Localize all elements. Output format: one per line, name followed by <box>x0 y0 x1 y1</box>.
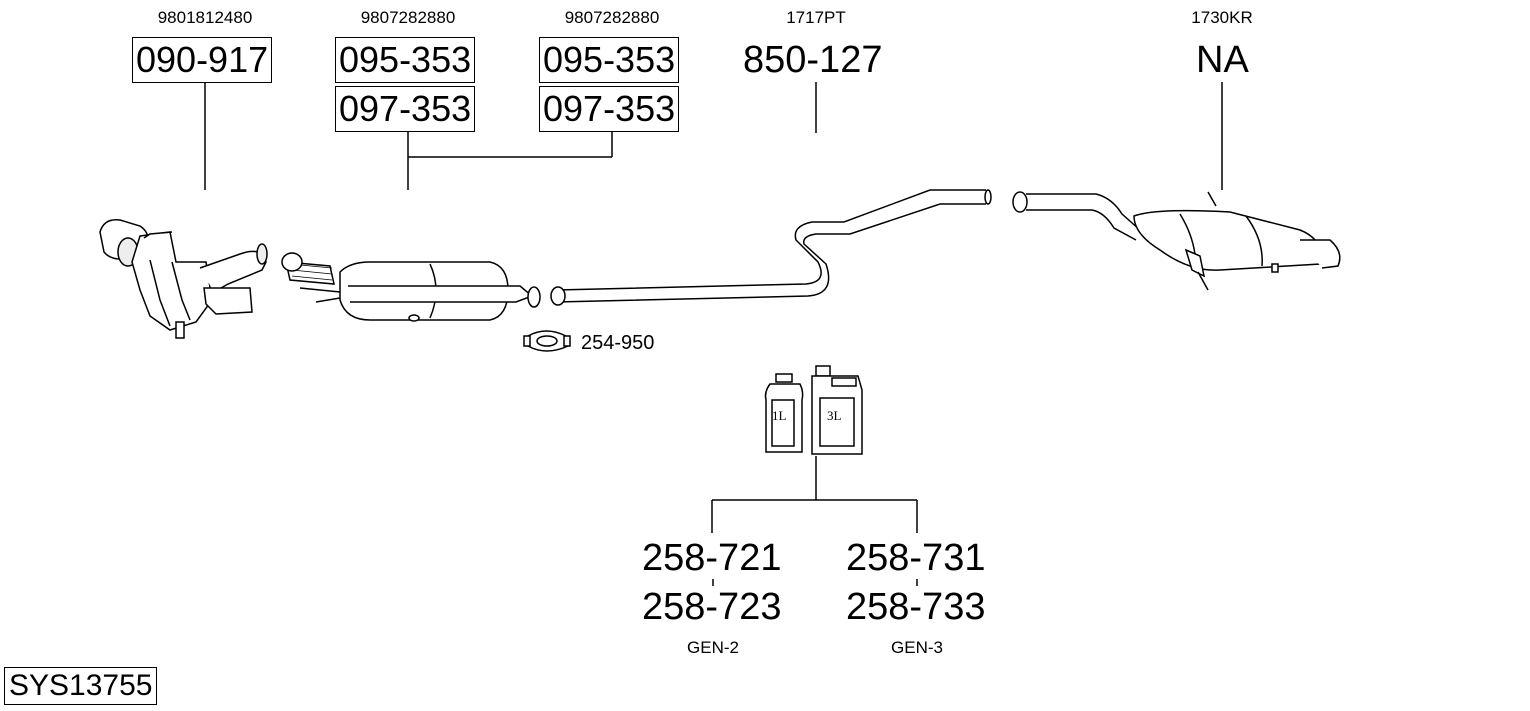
canister-3l-label: 3L <box>827 408 842 423</box>
dpf-drawing[interactable] <box>281 252 541 322</box>
oem-number-middle-pipe: 1717PT <box>786 8 846 27</box>
part-number-gen3-top[interactable]: 258-731 <box>846 537 986 579</box>
fluid-bottle-1l-drawing[interactable] <box>764 373 804 453</box>
oem-number-rear-silencer: 1730KR <box>1191 8 1253 27</box>
oem-number-catalyst: 9801812480 <box>157 8 253 27</box>
part-number-gen3-bottom[interactable]: 258-733 <box>846 586 986 628</box>
middle-pipe-drawing[interactable] <box>550 189 992 306</box>
part-number-gen2-top[interactable]: 258-721 <box>642 537 782 579</box>
part-number-catalyst[interactable]: 090-917 <box>132 37 273 83</box>
part-number-dpf-b-right[interactable]: 097-353 <box>539 86 680 132</box>
fluid-canister-3l-drawing[interactable] <box>811 365 863 455</box>
part-number-clamp[interactable]: 254-950 <box>581 332 655 354</box>
catalyst-drawing[interactable] <box>99 219 268 339</box>
part-number-dpf-b-left[interactable]: 097-353 <box>335 86 476 132</box>
oem-number-dpf-right: 9807282880 <box>564 8 660 27</box>
system-id-label: SYS13755 <box>4 667 158 705</box>
rear-silencer-drawing[interactable] <box>1012 191 1341 291</box>
bottle-1l-label: 1L <box>772 408 787 423</box>
oem-number-dpf-left: 9807282880 <box>360 8 456 27</box>
clamp-drawing[interactable] <box>523 330 571 352</box>
gen2-caption: GEN-2 <box>687 638 739 657</box>
part-number-middle-pipe[interactable]: 850-127 <box>743 39 883 81</box>
part-number-rear-silencer[interactable]: NA <box>1196 39 1249 81</box>
part-number-dpf-a-right[interactable]: 095-353 <box>539 37 680 83</box>
part-number-dpf-a-left[interactable]: 095-353 <box>335 37 476 83</box>
gen3-caption: GEN-3 <box>891 638 943 657</box>
part-number-gen2-bottom[interactable]: 258-723 <box>642 586 782 628</box>
